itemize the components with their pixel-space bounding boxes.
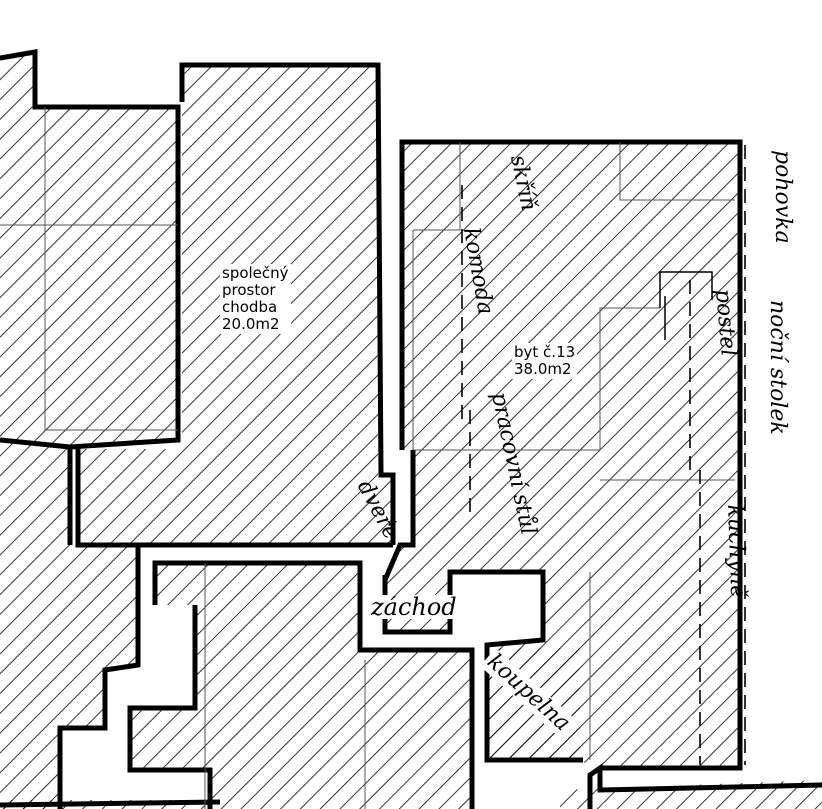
wall-corridor-inner	[75, 449, 393, 548]
apartment-name: byt č.13	[514, 343, 576, 361]
annotation-postel: postel	[710, 287, 741, 358]
corridor-name-line2: prostor	[222, 281, 276, 299]
corridor-name-line3: chodba	[222, 298, 278, 316]
lower-middle-hatch	[130, 563, 472, 809]
corridor-area: 20.0m2	[222, 315, 280, 333]
wall-apartment-bottom	[382, 450, 416, 581]
wall-apartment	[399, 139, 743, 771]
inner-line-apt-1	[412, 230, 660, 451]
apartment-area: 38.0m2	[514, 360, 572, 378]
inner-line-apt-3	[619, 142, 735, 201]
annotation-kuchyne: kuchyně	[722, 504, 751, 599]
wall-lower-left	[57, 545, 141, 809]
furniture-marks	[461, 145, 746, 765]
walls	[0, 49, 822, 809]
inner-line-apt-2	[413, 142, 461, 231]
wall-lower-block	[152, 560, 475, 809]
corridor-name-line1: společný	[222, 264, 289, 282]
bed-outline	[659, 271, 713, 308]
hatched-areas	[0, 52, 822, 809]
inner-line-left-1	[44, 107, 178, 431]
apartment-label: byt č.13 38.0m2	[512, 343, 578, 379]
annotation-pohovka: pohovka	[770, 150, 795, 244]
wall-lower-step	[127, 605, 213, 809]
apartment-hatch	[385, 142, 740, 775]
wall-corridor-bottom	[0, 437, 71, 450]
wall-corridor	[179, 62, 396, 545]
wall-bottom-left	[0, 799, 221, 808]
corridor-label: společný prostor chodba 20.0m2	[220, 264, 291, 334]
wall-bottom-right	[587, 763, 822, 809]
wall-wc	[382, 569, 583, 763]
interior-lines	[0, 107, 735, 809]
annotation-zachod: záchod	[368, 595, 460, 619]
annotation-nocni-stolek: noční stolek	[765, 300, 790, 435]
